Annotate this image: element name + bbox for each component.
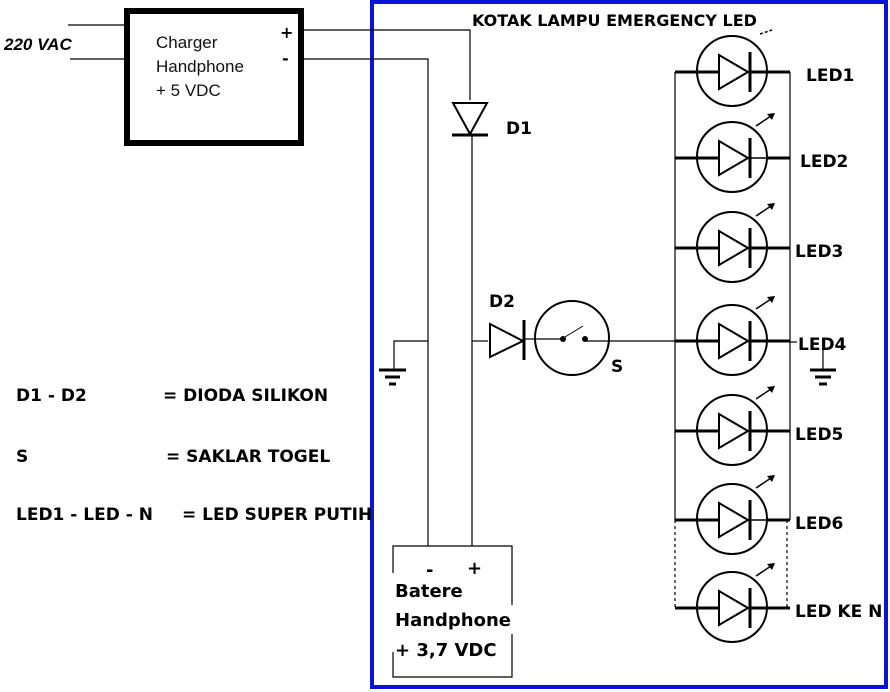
battery-minus: - bbox=[426, 560, 433, 581]
led-1: LED1 bbox=[675, 29, 854, 107]
charger-line-2: Handphone bbox=[156, 57, 244, 76]
legend-key: LED1 - LED - N bbox=[16, 505, 153, 525]
d2-label: D2 bbox=[489, 292, 515, 312]
light-emission-arrow-icon bbox=[755, 475, 775, 489]
light-emission-arrow-icon bbox=[755, 563, 775, 577]
led-5: LED5 bbox=[675, 386, 843, 466]
legend-value: = SAKLAR TOGEL bbox=[166, 447, 330, 467]
light-emission-arrow-icon bbox=[755, 386, 775, 400]
battery-line-3: + 3,7 VDC bbox=[395, 640, 497, 661]
led-6: LED6 bbox=[675, 475, 843, 555]
led-label: LED4 bbox=[798, 335, 847, 355]
ground-icon-left bbox=[379, 340, 428, 386]
wire-charger-negative bbox=[304, 58, 429, 546]
switch-label: S bbox=[611, 357, 623, 377]
input-voltage-label: 220 VAC bbox=[3, 35, 72, 54]
battery-line-1: Batere bbox=[395, 581, 463, 602]
enclosure-box bbox=[370, 0, 888, 689]
legend-key: D1 - D2 bbox=[16, 386, 87, 406]
ground-icon-right bbox=[790, 341, 836, 386]
light-emission-arrow-icon bbox=[755, 203, 775, 217]
led-label: LED1 bbox=[806, 66, 854, 86]
wire-charger-positive bbox=[304, 29, 471, 100]
diode-d2 bbox=[489, 320, 526, 360]
legend: D1 - D2 = DIODA SILIKON S = SAKLAR TOGEL… bbox=[16, 386, 372, 525]
battery-box bbox=[392, 545, 513, 678]
toggle-switch bbox=[524, 300, 610, 376]
led-2: LED2 bbox=[675, 113, 848, 193]
light-emission-arrow-icon bbox=[755, 296, 775, 310]
led-label: LED6 bbox=[795, 514, 843, 534]
led-label: LED2 bbox=[800, 152, 848, 172]
enclosure-title: KOTAK LAMPU EMERGENCY LED bbox=[472, 11, 757, 30]
led-7: LED KE N bbox=[675, 563, 882, 643]
light-emission-arrow-icon bbox=[755, 113, 775, 127]
led-label: LED KE N bbox=[795, 602, 882, 622]
led-3: LED3 bbox=[675, 203, 843, 283]
charger-line-1: Charger bbox=[156, 33, 218, 52]
charger-plus: + bbox=[280, 23, 293, 42]
diode-d1 bbox=[451, 102, 489, 137]
led-label: LED5 bbox=[795, 425, 843, 445]
battery-line-2: Handphone bbox=[395, 610, 511, 631]
charger-line-3: + 5 VDC bbox=[156, 81, 221, 100]
legend-value: = DIODA SILIKON bbox=[163, 386, 328, 406]
led-label: LED3 bbox=[795, 242, 843, 262]
charger-minus: - bbox=[282, 49, 289, 68]
charger-box bbox=[124, 8, 304, 146]
led-4: LED4 bbox=[675, 296, 847, 376]
legend-value: = LED SUPER PUTIH bbox=[182, 505, 372, 525]
battery-plus: + bbox=[467, 558, 482, 579]
d1-label: D1 bbox=[506, 119, 532, 139]
legend-key: S bbox=[16, 447, 28, 467]
light-emission-arrow-icon bbox=[759, 29, 773, 35]
